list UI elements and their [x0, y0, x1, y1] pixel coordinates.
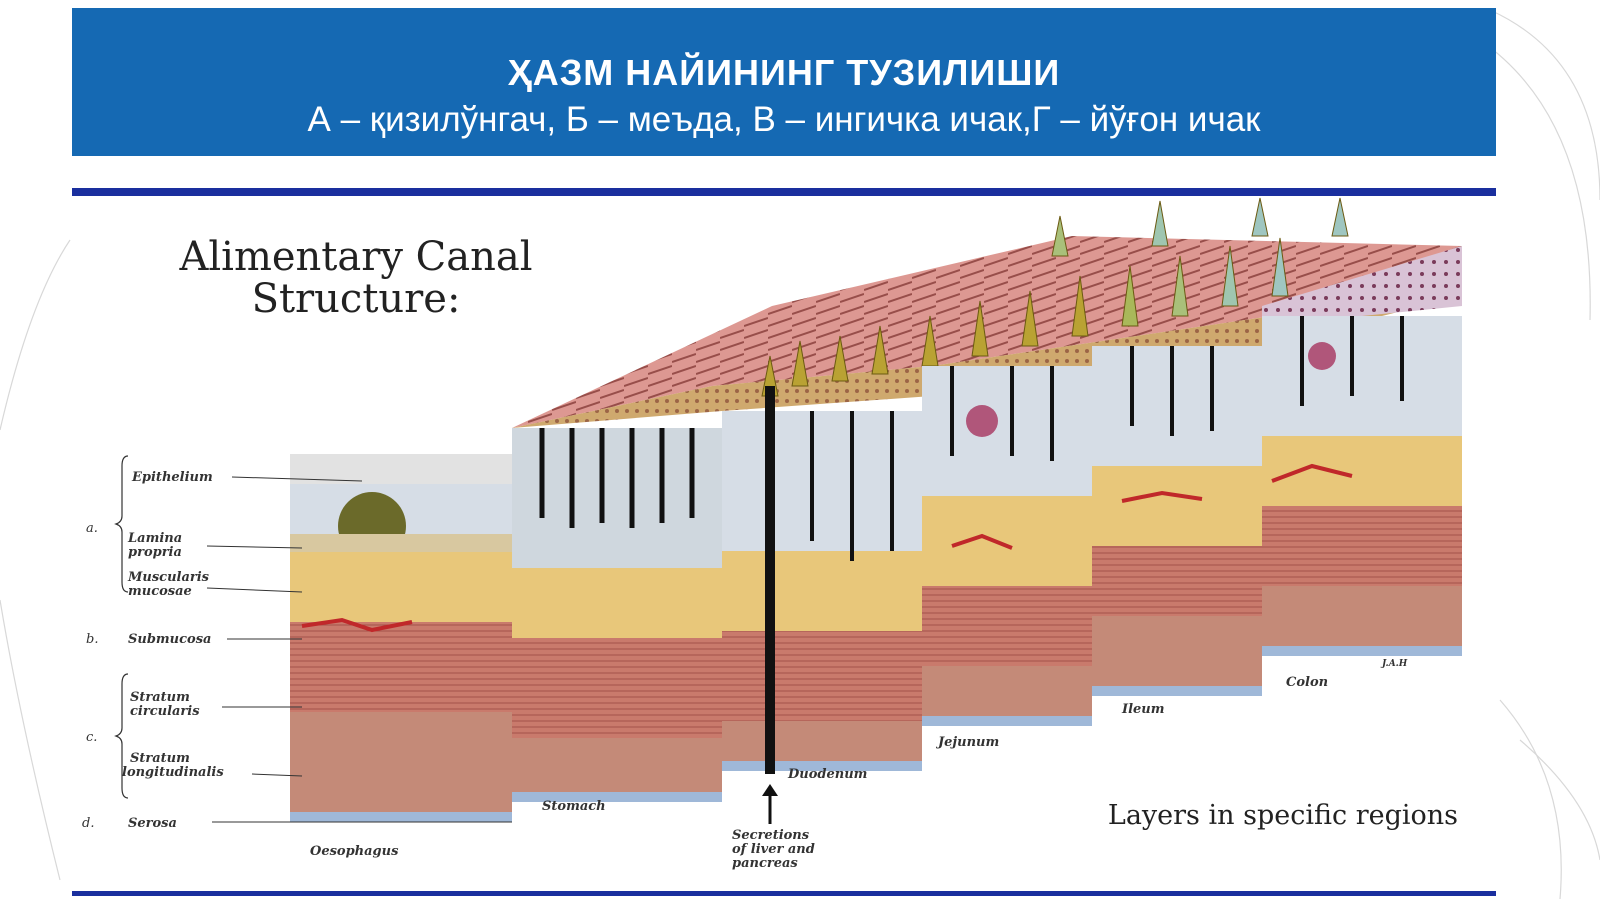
- label-muscularis: Muscularis: [127, 570, 210, 585]
- anatomy-figure: Alimentary Canal Structure:: [72, 196, 1496, 891]
- bottom-rule: [72, 891, 1496, 896]
- secretions-arrow: [762, 784, 778, 824]
- label-epithelium: Epithelium: [131, 470, 213, 485]
- secretions-line3: pancreas: [732, 856, 798, 871]
- title-banner: ҲАЗМ НАЙИНИНГ ТУЗИЛИШИ А – қизилўнгач, Б…: [72, 8, 1496, 156]
- secretions-line1: Secretions: [732, 828, 810, 843]
- villi: [761, 197, 1349, 397]
- layer-brackets: [114, 455, 129, 799]
- figure-title: Alimentary Canal Structure:: [96, 236, 616, 320]
- stomach-block: [512, 428, 722, 802]
- layers-caption: Layers in specific regions: [1107, 800, 1458, 831]
- artist-signature: J.A.H: [1380, 659, 1408, 669]
- top-rule: [72, 188, 1496, 196]
- region-jejunum: Jejunum: [935, 735, 999, 750]
- label-longitudinalis: longitudinalis: [122, 765, 224, 780]
- secretions-line2: of liver and: [732, 842, 815, 857]
- region-oesophagus: Oesophagus: [310, 844, 399, 859]
- label-circularis: circularis: [130, 704, 200, 719]
- label-mucosae: mucosae: [128, 584, 192, 599]
- label-stratum-1: Stratum: [130, 690, 190, 705]
- label-propria: propria: [128, 545, 182, 560]
- figure-title-line2: Structure:: [251, 276, 461, 322]
- group-c: c.: [86, 730, 97, 745]
- region-stomach: Stomach: [542, 799, 606, 814]
- group-a: a.: [86, 521, 98, 536]
- leader-lines: [206, 476, 512, 823]
- ileum-block: [1092, 346, 1262, 696]
- jejunum-block: [922, 366, 1092, 726]
- figure-title-line1: Alimentary Canal: [179, 234, 533, 280]
- canal-illustration: Epithelium Lamina propria Muscularis muc…: [82, 197, 1462, 871]
- oesophagus-block: [290, 454, 512, 822]
- region-ileum: Ileum: [1121, 702, 1165, 717]
- group-d: d.: [82, 816, 94, 831]
- label-stratum-2: Stratum: [130, 751, 190, 766]
- blood-vessels: [301, 463, 1353, 633]
- label-submucosa: Submucosa: [128, 632, 211, 647]
- duodenum-block: [722, 386, 922, 774]
- group-b: b.: [86, 632, 98, 647]
- label-lamina: Lamina: [127, 531, 182, 546]
- region-colon: Colon: [1286, 675, 1328, 690]
- region-duodenum: Duodenum: [787, 767, 867, 782]
- banner-subtitle: А – қизилўнгач, Б – меъда, В – ингичка и…: [307, 100, 1261, 139]
- colon-block: [1262, 316, 1462, 656]
- label-serosa: Serosa: [128, 816, 177, 831]
- banner-title: ҲАЗМ НАЙИНИНГ ТУЗИЛИШИ: [507, 52, 1061, 93]
